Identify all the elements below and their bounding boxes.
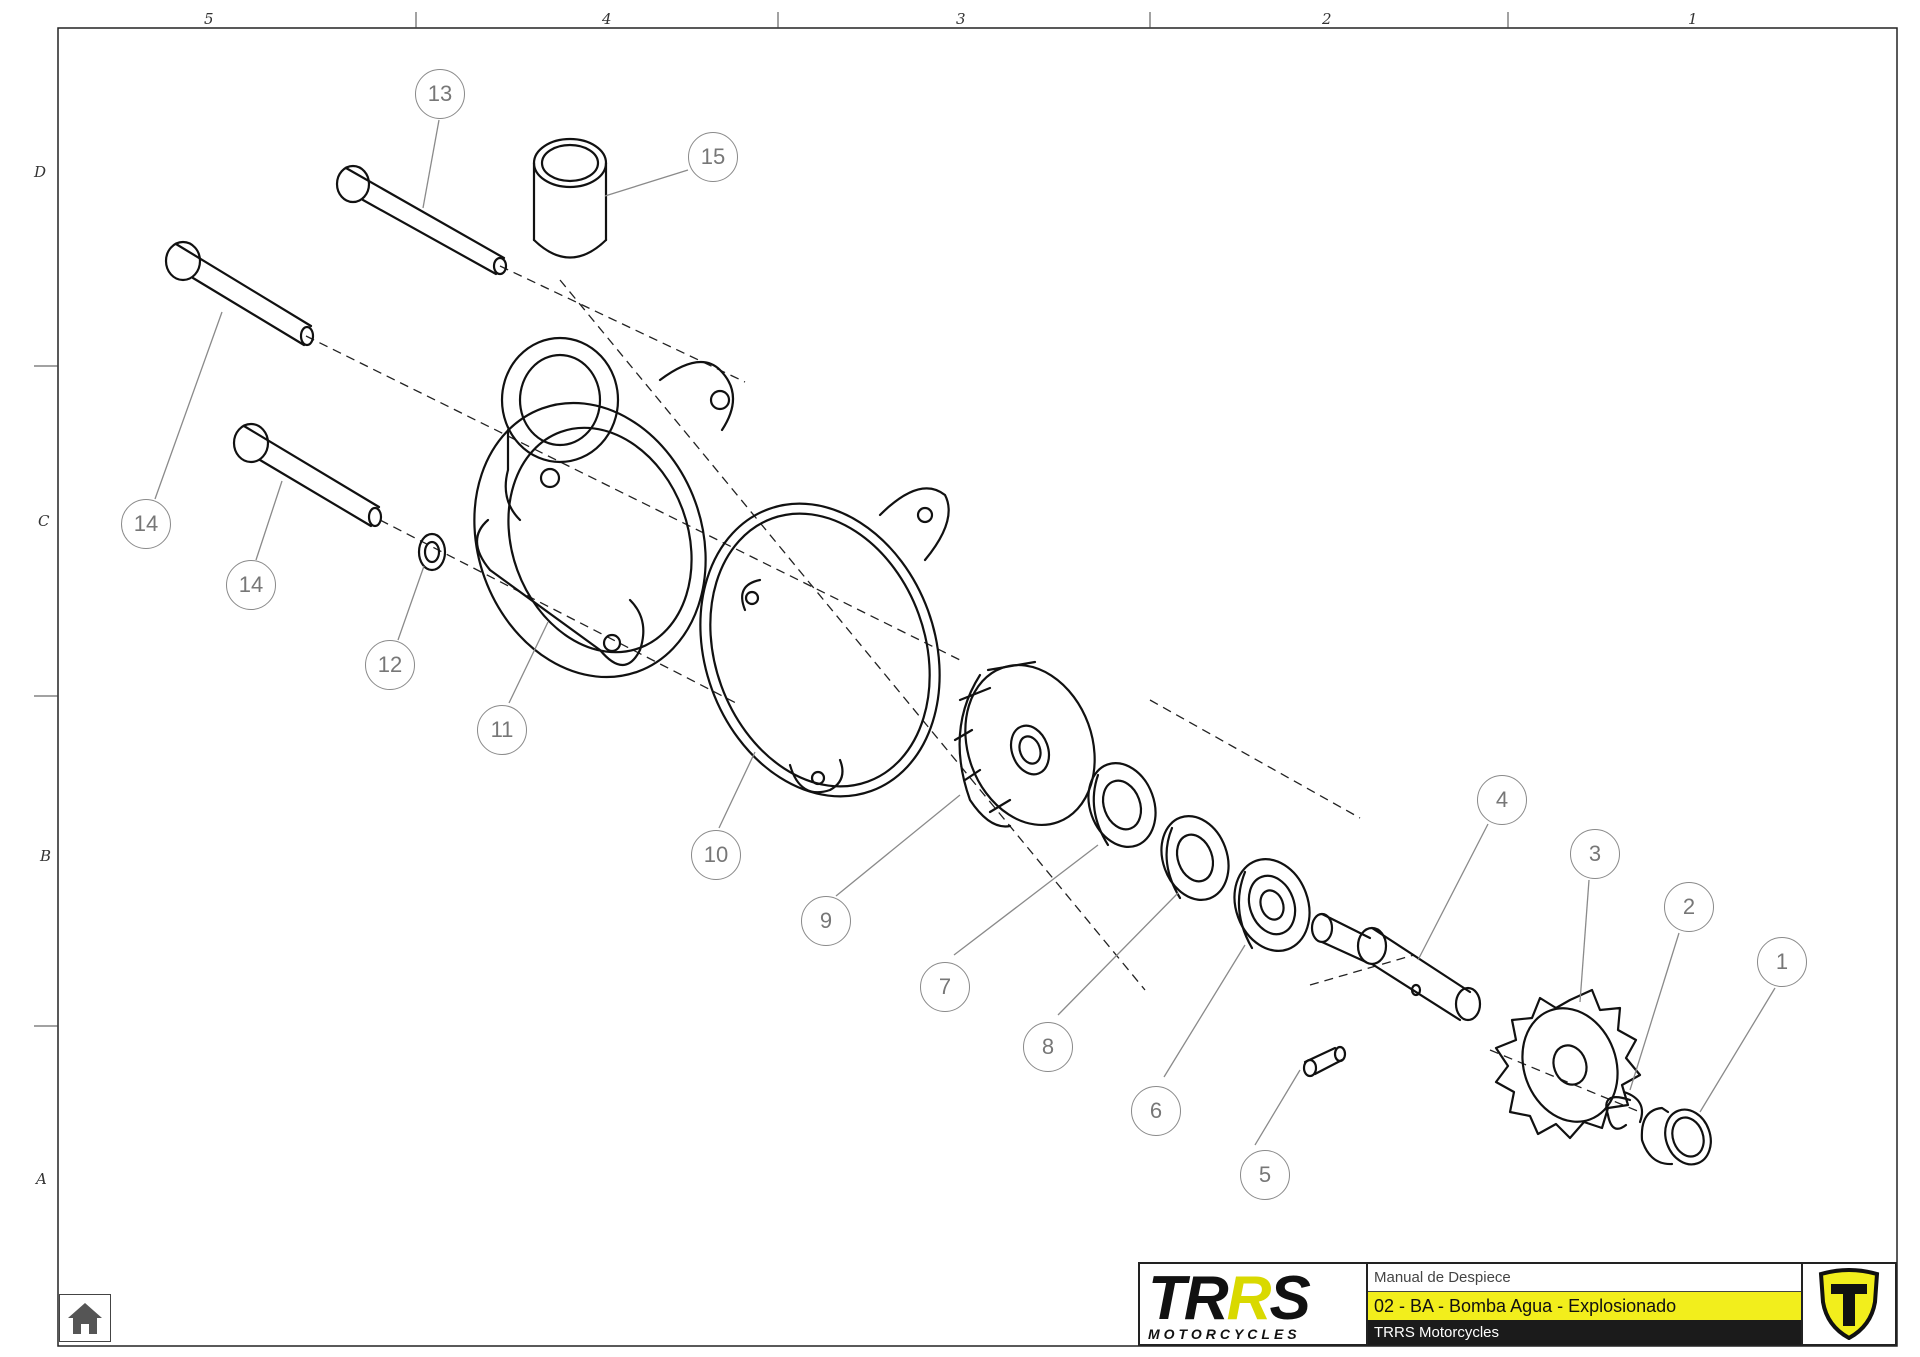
part-seal-8	[1160, 815, 1230, 901]
part-circlip-2	[1605, 1090, 1644, 1130]
company-name: TRRS Motorcycles	[1368, 1320, 1801, 1345]
trrs-logo: TRRS MOTORCYCLES	[1140, 1264, 1368, 1344]
callout-9: 9	[801, 896, 851, 946]
callout-14a: 14	[121, 499, 171, 549]
zone-col-3: 3	[956, 10, 966, 28]
part-pin-5	[1302, 1045, 1347, 1078]
title-block-text: Manual de Despiece 02 - BA - Bomba Agua …	[1368, 1264, 1803, 1345]
part-seal-7	[1087, 762, 1157, 848]
callout-15: 15	[688, 132, 738, 182]
zone-col-2: 2	[1322, 10, 1332, 28]
zone-ticks	[34, 12, 1509, 1027]
part-bolt-13	[335, 164, 508, 276]
title-block: TRRS MOTORCYCLES Manual de Despiece 02 -…	[1138, 1262, 1897, 1346]
callout-7: 7	[920, 962, 970, 1012]
drawing-title: 02 - BA - Bomba Agua - Explosionado	[1368, 1292, 1801, 1320]
callout-4: 4	[1477, 775, 1527, 825]
part-bearing-6	[1233, 858, 1311, 952]
callout-11: 11	[477, 705, 527, 755]
callout-5: 5	[1240, 1150, 1290, 1200]
part-gasket-10	[699, 487, 950, 798]
part-gear-3	[1494, 988, 1642, 1140]
part-shaft-4	[1310, 912, 1482, 1022]
part-bolt-14a	[164, 240, 315, 347]
callout-10: 10	[691, 830, 741, 880]
zone-row-B: B	[40, 847, 52, 865]
brand-subtitle: MOTORCYCLES	[1148, 1326, 1301, 1342]
callout-14b: 14	[226, 560, 276, 610]
emblem	[1803, 1264, 1895, 1344]
zone-row-C: C	[38, 512, 50, 530]
zone-col-4: 4	[602, 10, 612, 28]
callout-13: 13	[415, 69, 465, 119]
doc-type: Manual de Despiece	[1368, 1264, 1801, 1292]
callout-3: 3	[1570, 829, 1620, 879]
parts	[164, 137, 1712, 1166]
brand-wordmark: TRRS	[1148, 1264, 1311, 1333]
part-bushing-1	[1640, 1106, 1712, 1166]
assembly-axis-lines	[305, 265, 1641, 1113]
part-housing-11	[473, 336, 735, 679]
zone-col-5: 5	[204, 10, 214, 28]
part-sleeve-15	[532, 137, 608, 259]
zone-col-1: 1	[1688, 10, 1698, 28]
callout-1: 1	[1757, 937, 1807, 987]
zone-row-D: D	[34, 163, 47, 181]
callout-6: 6	[1131, 1086, 1181, 1136]
drawing-frame	[57, 27, 1898, 1347]
trrs-shield-icon	[1818, 1268, 1880, 1340]
part-bolt-14b	[232, 422, 383, 528]
part-washer-12	[417, 532, 447, 572]
part-impeller-9	[953, 660, 1096, 828]
callout-12: 12	[365, 640, 415, 690]
home-button[interactable]	[59, 1294, 111, 1342]
callout-8: 8	[1023, 1022, 1073, 1072]
callout-leaders	[154, 119, 1776, 1146]
home-icon	[68, 1303, 102, 1334]
zone-row-A: A	[36, 1170, 47, 1188]
callout-2: 2	[1664, 882, 1714, 932]
